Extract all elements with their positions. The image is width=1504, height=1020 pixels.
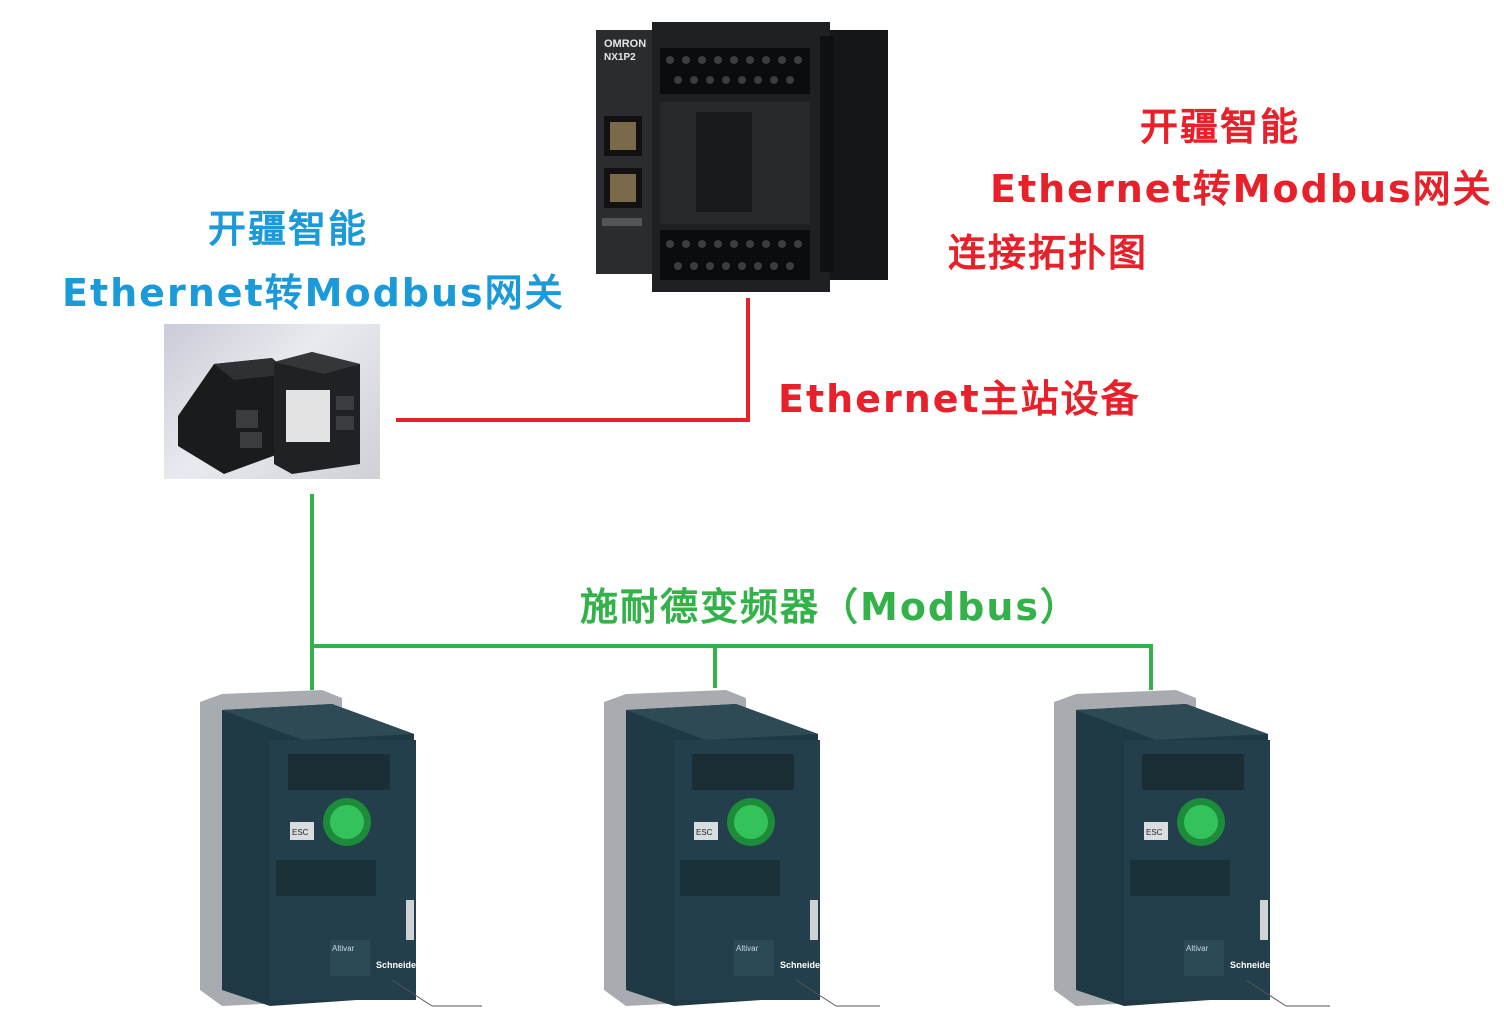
vfd-drive-1: ESC Altivar Schneider <box>192 690 482 1010</box>
vfd-illustration <box>604 690 880 1007</box>
vfd-drive-2: ESC Altivar Schneider <box>596 690 886 1010</box>
vfd-series: Altivar <box>736 944 759 953</box>
diagram-title-line2: Ethernet转Modbus网关 <box>990 167 1493 211</box>
master-label: Ethernet主站设备 <box>778 377 1141 421</box>
diagram-title-line1: 开疆智能 <box>1140 105 1301 149</box>
ethernet-wire-vertical <box>746 298 750 422</box>
plc-illustration <box>596 22 888 292</box>
gateway-device <box>164 324 380 479</box>
vfd-brand: Schneider <box>376 960 420 970</box>
modbus-bus-label: 施耐德变频器（Modbus） <box>580 585 1080 629</box>
vfd-esc-key: ESC <box>1146 828 1163 837</box>
vfd-drive-3: ESC Altivar Schneider <box>1046 690 1336 1010</box>
modbus-wire-trunk <box>310 494 314 690</box>
vfd-series: Altivar <box>1186 944 1209 953</box>
modbus-wire-drop-3 <box>1149 644 1153 690</box>
plc-model: NX1P2 <box>604 52 636 63</box>
modbus-wire-drop-2 <box>713 644 717 688</box>
vfd-brand: Schneider <box>1230 960 1274 970</box>
modbus-wire-bus <box>310 644 1153 648</box>
vfd-series: Altivar <box>332 944 355 953</box>
ethernet-wire-horizontal <box>396 418 750 422</box>
plc-device: OMRON NX1P2 <box>590 8 890 300</box>
vfd-illustration <box>1054 690 1330 1007</box>
vfd-esc-key: ESC <box>696 828 713 837</box>
diagram-title-line3: 连接拓扑图 <box>948 231 1149 275</box>
vfd-illustration <box>200 690 482 1007</box>
gateway-label-line2: Ethernet转Modbus网关 <box>62 271 565 315</box>
gateway-label-line1: 开疆智能 <box>208 207 369 251</box>
gateway-illustration <box>178 352 360 474</box>
plc-brand: OMRON <box>604 38 647 50</box>
vfd-brand: Schneider <box>780 960 824 970</box>
vfd-esc-key: ESC <box>292 828 309 837</box>
